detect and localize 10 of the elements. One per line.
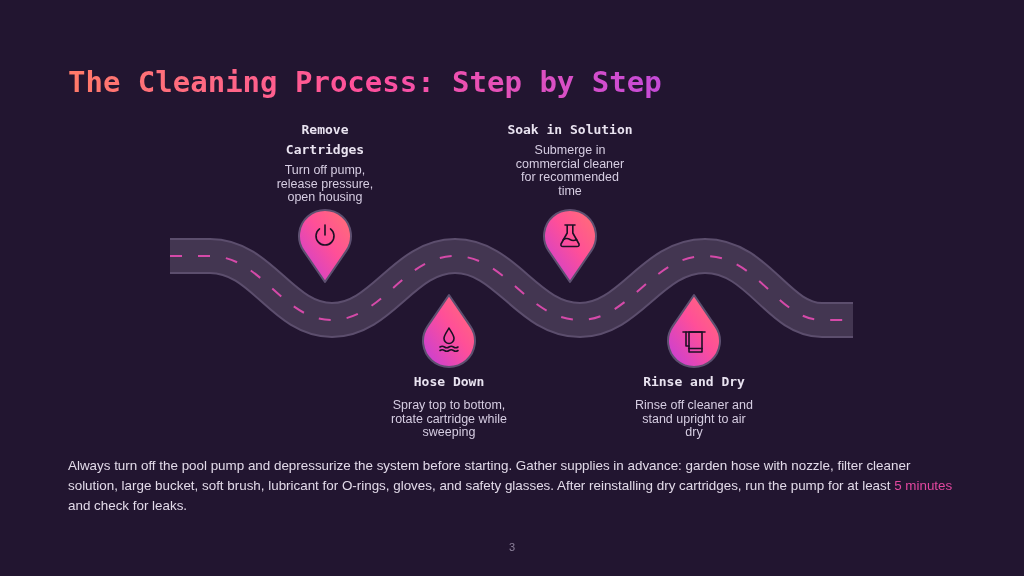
notes-paragraph: Always turn off the pool pump and depressurize the system before starting. Gather supplies in advance: garden hose with nozzle, filter cleaner solution, large bucket, soft brush, lubricant for O-rings, gloves, and safety glasses. After reinstalling dry cartridges, run the pump for at least 5 minutes and check for leaks. (68, 457, 953, 515)
step-description: Rinse off cleaner and stand upright to air dry (634, 399, 754, 440)
step-heading: Remove Cartridges (284, 121, 366, 159)
step-heading: Hose Down (413, 373, 485, 391)
step-description: Submerge in commercial cleaner for recommended time (514, 144, 626, 198)
step-description: Spray top to bottom, rotate cartridge while sweeping (390, 399, 508, 440)
step-heading: Rinse and Dry (643, 373, 745, 391)
step-description: Turn off pump, release pressure, open housing (275, 164, 375, 205)
page-number: 3 (508, 540, 516, 555)
step-heading: Soak in Solution (507, 121, 633, 139)
